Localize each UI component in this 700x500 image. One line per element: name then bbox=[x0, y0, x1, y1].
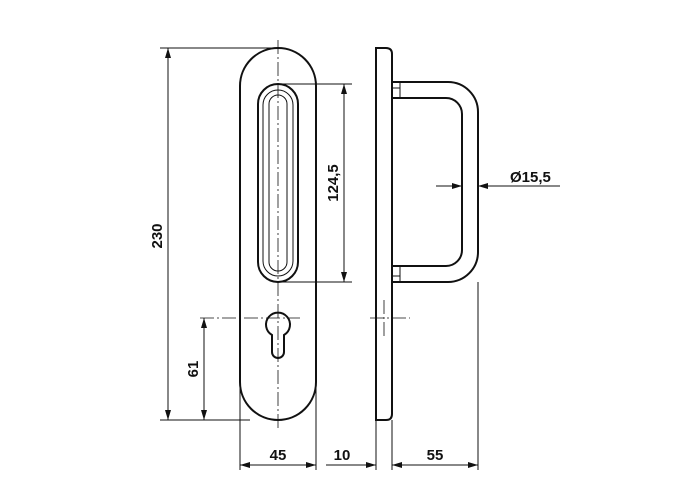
dim-label-45: 45 bbox=[270, 447, 287, 464]
handle-inner bbox=[392, 97, 463, 267]
side-plate-outline bbox=[375, 47, 393, 421]
dim-label-124-5: 124,5 bbox=[325, 164, 342, 202]
dim-label-55: 55 bbox=[427, 447, 444, 464]
dim-bottom-row: 45 10 55 bbox=[239, 282, 479, 470]
dim-label-61: 61 bbox=[185, 361, 202, 378]
cylinder-keyhole bbox=[265, 311, 291, 359]
dim-slot-length: 124,5 bbox=[278, 83, 352, 283]
dim-lock-height: 61 bbox=[185, 318, 207, 420]
handle-outer bbox=[392, 81, 479, 283]
dim-handle-diameter: Ø15,5 bbox=[436, 169, 560, 189]
dim-label-diameter: Ø15,5 bbox=[510, 169, 551, 186]
front-view bbox=[200, 40, 317, 430]
dim-overall-height: 230 bbox=[149, 47, 278, 421]
dim-label-230: 230 bbox=[149, 223, 166, 248]
side-view bbox=[370, 47, 479, 421]
dim-label-10: 10 bbox=[334, 447, 351, 464]
